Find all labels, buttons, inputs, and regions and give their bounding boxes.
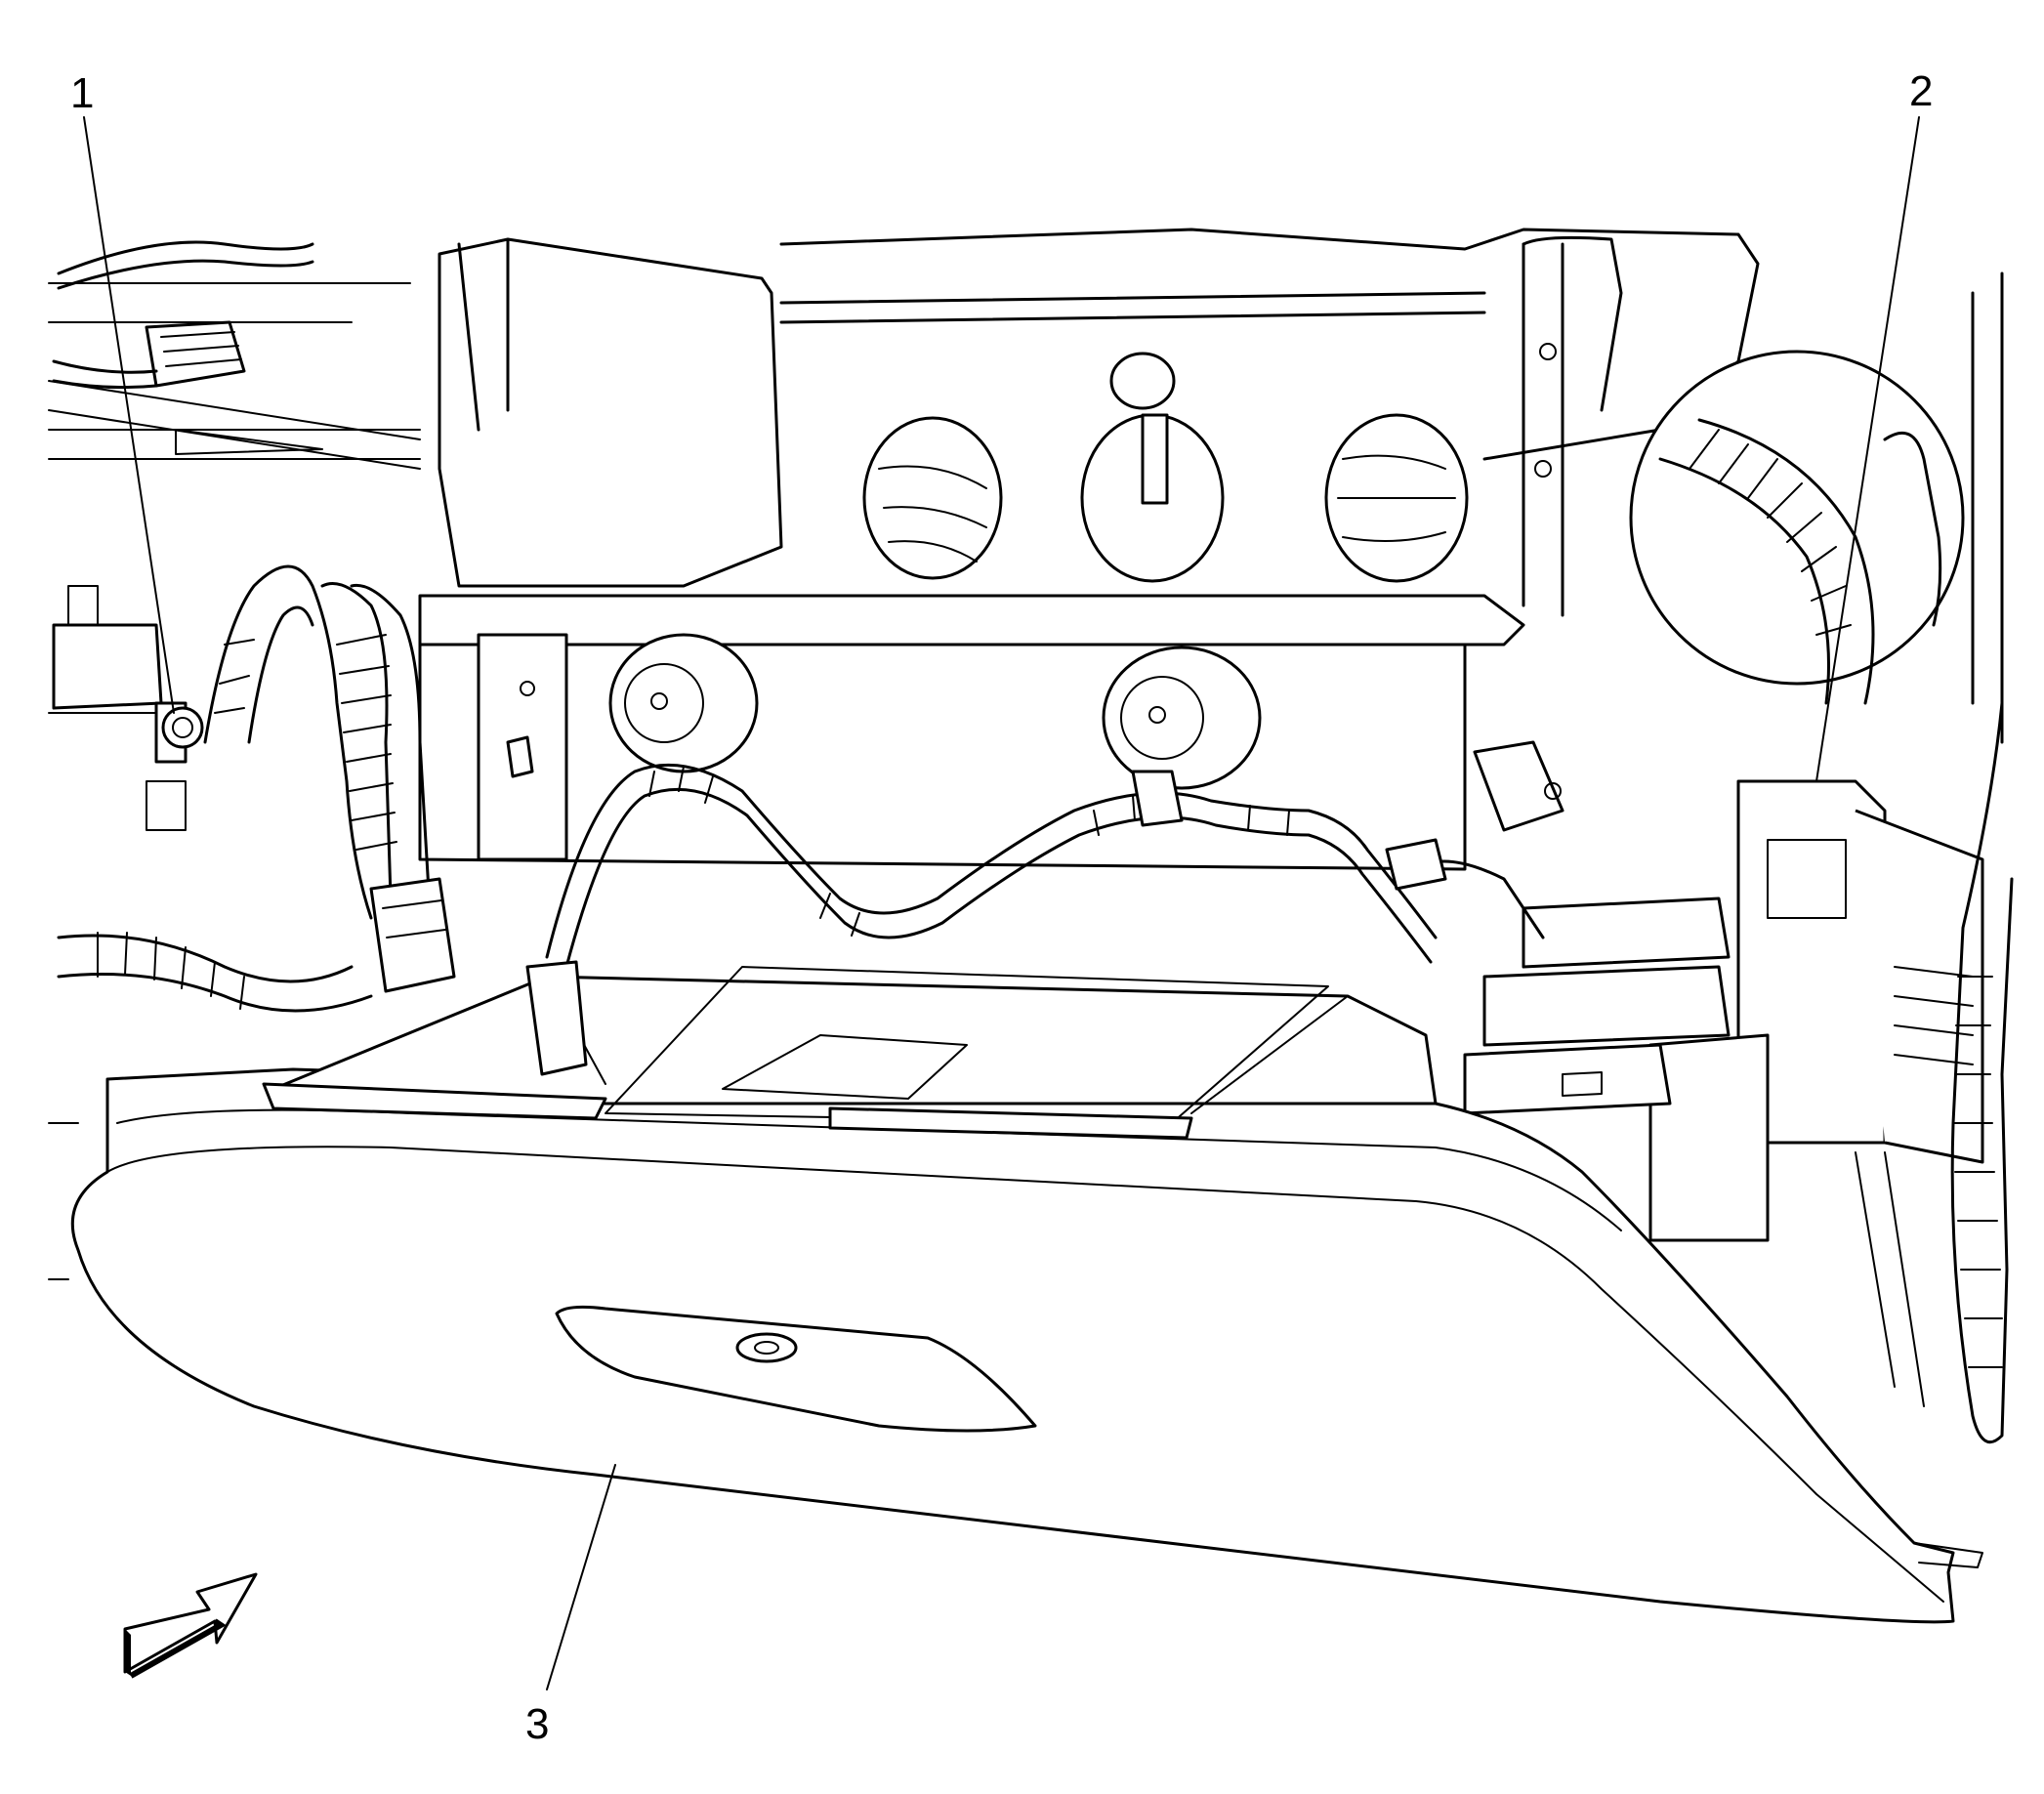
instrument-panel-carrier [418, 228, 1760, 871]
electronic-module [1648, 779, 1984, 1407]
wiring-harness-center [545, 763, 1447, 969]
glove-box-door [70, 960, 1983, 1624]
connectors-right [1414, 701, 2014, 1444]
callout-3-leader [546, 1464, 616, 1690]
callout-2-leader [1815, 116, 1920, 782]
callout-3-label: 3 [525, 1700, 549, 1748]
right-structure [1473, 235, 2004, 832]
callout-2-label: 2 [1909, 67, 1933, 115]
callout-1-leader [83, 116, 175, 714]
left-background-structure [48, 240, 421, 1280]
callout-1-label: 1 [70, 69, 94, 117]
callout-leaders [83, 116, 1920, 1690]
fastener-bolt [146, 706, 204, 831]
view-direction-arrow-icon [123, 1572, 258, 1679]
